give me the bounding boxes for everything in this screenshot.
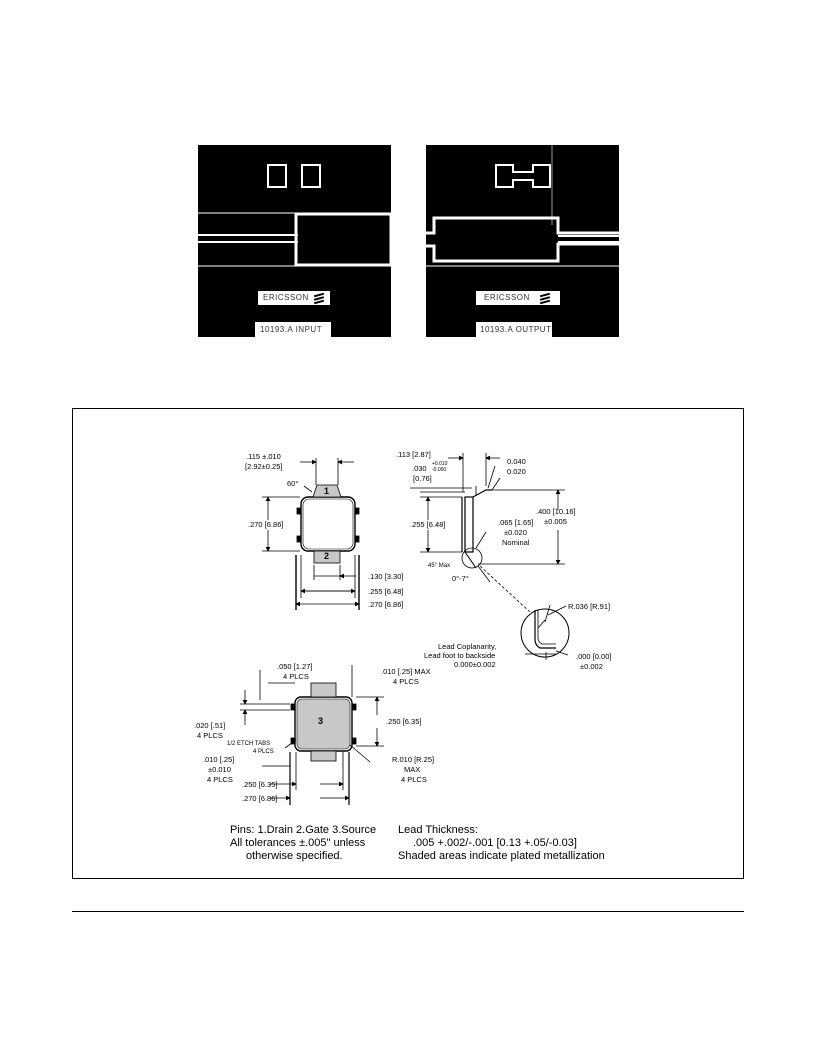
output-mask-image: ERICSSON 10193.A OUTPUT [426,145,619,337]
side-030-dim: .030 [412,464,427,473]
side-030-dim-mm: [0.76] [413,474,432,483]
bottom-010-tol: ±0.010 [208,765,231,774]
side-255-dim: .255 [6.48] [410,520,446,529]
side-45-max: 45° Max [428,563,451,569]
pin-2-label: 2 [324,551,330,561]
pad-3-label: 3 [318,716,324,726]
detail-000-dim: .000 [0.00] [576,652,612,661]
output-mask-label: 10193.A OUTPUT [480,325,552,334]
side-030-tol-plus: +0.010 [432,461,448,467]
input-mask-label: 10193.A INPUT [260,325,323,334]
ericsson-logo-icon [539,292,551,305]
etch-tabs-count: 4 PLCS [253,749,274,755]
bottom-250-dim: .250 [6.35] [242,780,278,789]
side-400-tol: ±0.005 [544,517,567,526]
bottom-r010-dim: R.010 [R.25] [392,755,435,764]
bottom-050-count: 4 PLCS [283,672,309,681]
output-brand-label: ERICSSON [484,293,530,302]
detail-radius: R.036 [R.91] [568,602,611,611]
top-130-dim: .130 [3.30] [368,572,404,581]
detail-000-tol: ±0.002 [580,662,603,671]
pins-note: Pins: 1.Drain 2.Gate 3.Source [230,824,377,836]
detail-coplanarity-2: Lead foot to backside [424,651,496,660]
bottom-250-right-dim: .250 [6.35] [386,717,422,726]
lead-thickness-value: .005 +.002/-.001 [0.13 +.05/-0.03] [413,837,577,849]
bottom-020-count: 4 PLCS [197,731,223,740]
bottom-050-dim: .050 [1.27] [277,662,313,671]
side-400-dim: .400 [10.16] [536,507,576,516]
input-mask-drawing [198,145,393,337]
bottom-270-dim: .270 [6.86] [242,794,278,803]
tolerance-note-1: All tolerances ±.005" unless [230,837,366,849]
bottom-010max-count: 4 PLCS [393,677,419,686]
top-width-dim: .115 ±.010 [246,452,281,461]
side-030-tol-minus: -0.000 [432,467,447,473]
bottom-010max-dim: .010 [.25] MAX [381,667,431,676]
side-065-dim: .065 [1.65] [498,518,534,527]
lead-thickness-label: Lead Thickness: [398,824,478,836]
bottom-r010-count: 4 PLCS [401,775,427,784]
bottom-r010-max: MAX [404,765,421,774]
side-065-tol: ±0.020 [504,528,527,537]
bottom-010-dim: .010 [.25] [203,755,235,764]
detail-coplanarity-1: Lead Coplanarity, [438,642,497,651]
footer-rule [72,911,744,912]
ericsson-logo-icon [313,292,325,305]
output-mask-drawing [426,145,619,337]
top-height-dim: .270 [6.86] [248,520,284,529]
top-255-dim: .255 [6.48] [368,587,404,596]
side-angle-dim: 0°-7° [452,574,469,583]
detail-coplanarity-3: 0.000±0.002 [454,660,496,669]
etch-tabs-label: 1/2 ETCH TABS [227,741,271,747]
side-0020-dim: 0.020 [507,467,526,476]
side-113-dim: .113 [2.87] [396,450,431,459]
input-mask-image: ERICSSON 10193.A INPUT [198,145,393,337]
top-270-dim: .270 [6.86] [368,600,404,609]
shaded-areas-note: Shaded areas indicate plated metallizati… [398,850,605,862]
tolerance-note-2: otherwise specified. [246,850,343,862]
input-brand-label: ERICSSON [263,293,309,302]
side-nominal: Nominal [502,538,530,547]
package-drawing-frame [72,408,744,879]
bottom-010-count: 4 PLCS [207,775,233,784]
pin-1-label: 1 [324,486,330,496]
top-angle-dim: 60° [287,479,299,488]
bottom-020-dim: .020 [.51] [194,721,226,730]
top-width-dim-mm: [2.92±0.25] [245,462,283,471]
side-0040-dim: 0.040 [507,457,526,466]
